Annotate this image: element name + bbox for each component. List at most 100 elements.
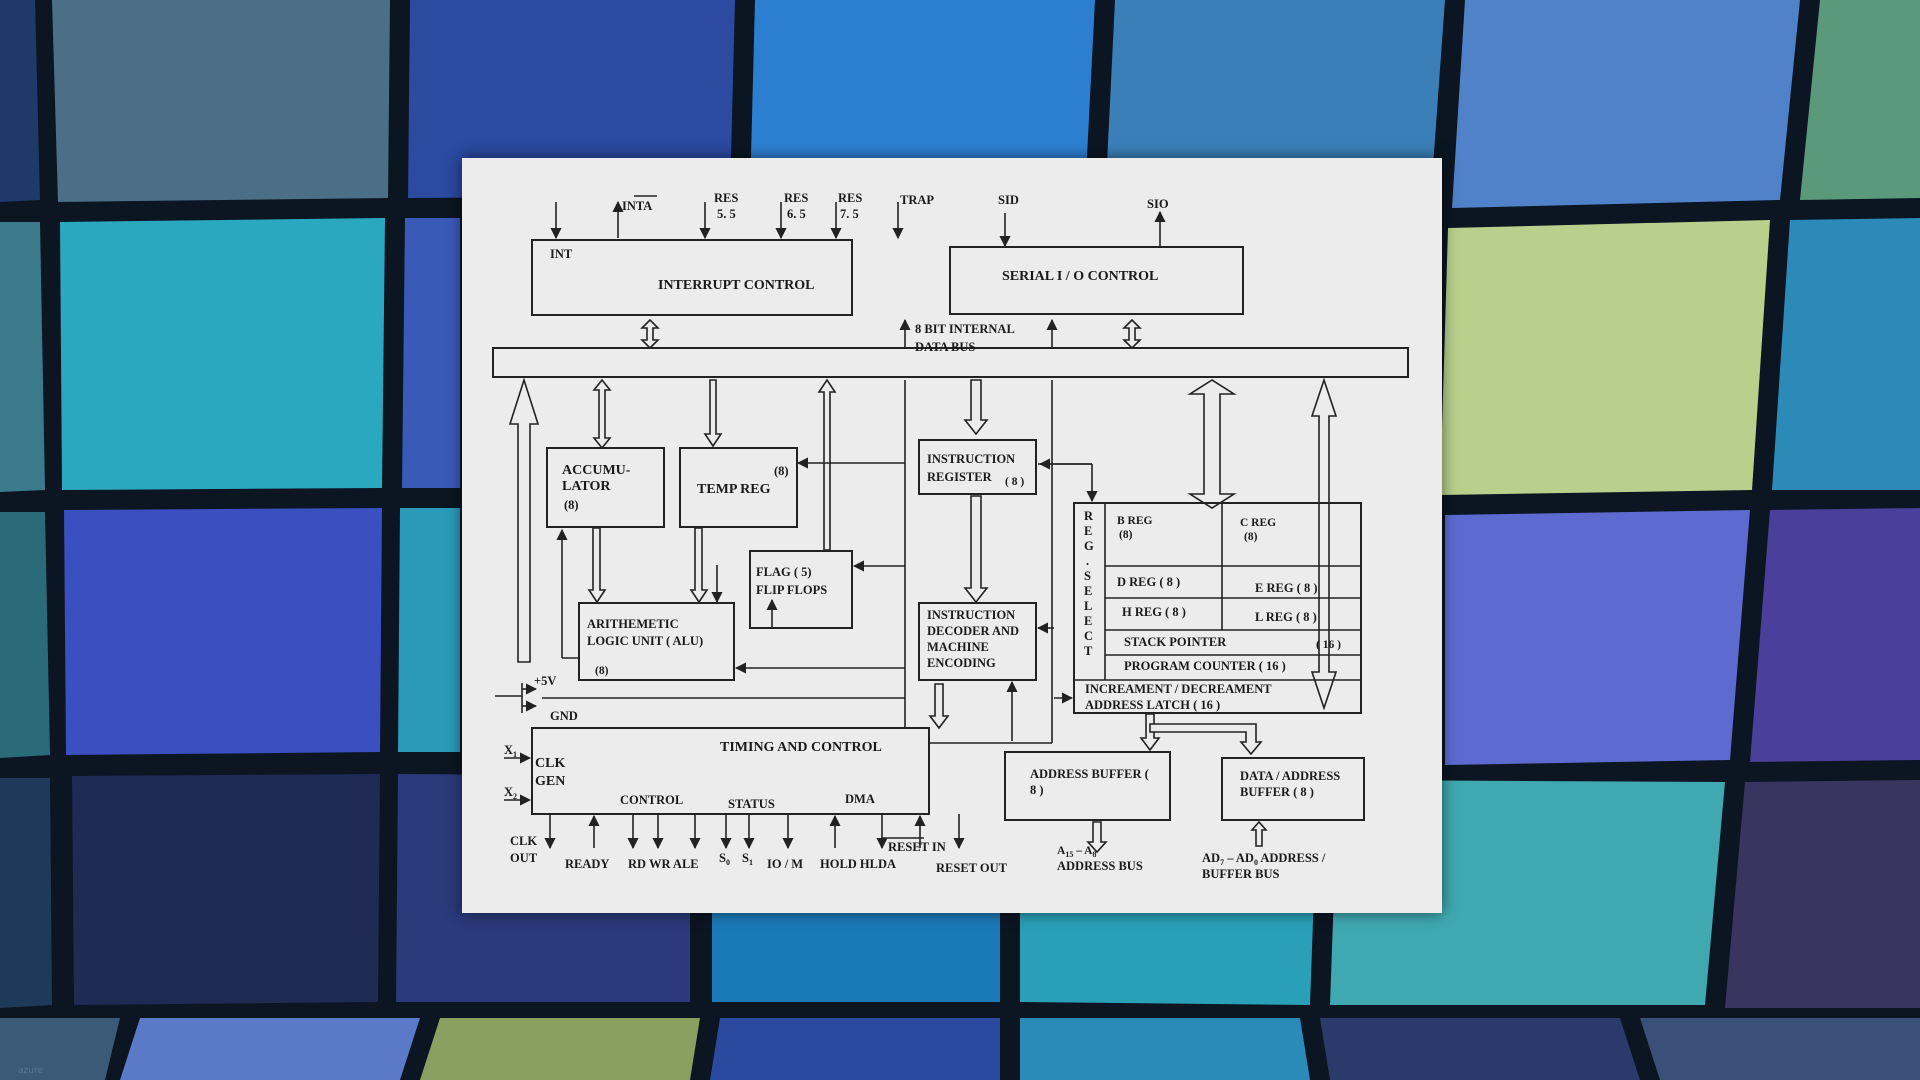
ad-bus-label-1: AD7 – AD0 ADDRESS / [1202, 851, 1326, 867]
bg-tile [1772, 218, 1920, 490]
res55-label: RES [714, 191, 738, 205]
bus-arrow [963, 495, 989, 604]
data-address-buffer-label-1: DATA / ADDRESS [1240, 769, 1340, 783]
bg-tile [1020, 1018, 1310, 1080]
res75-label: RES [838, 191, 862, 205]
reg-select-e2: E [1084, 584, 1092, 598]
8085-block-diagram: INT INTERRUPT CONTROL INTA RES 5. 5 RES … [492, 191, 1409, 881]
flag-label-1: FLAG ( 5) [756, 565, 812, 579]
bus-arrow [587, 527, 607, 604]
register-array-box [1073, 502, 1362, 714]
decoder-label-4: ENCODING [927, 656, 996, 670]
stack-pointer-label: STACK POINTER [1124, 635, 1227, 649]
decoder-label-2: DECODER AND [927, 624, 1019, 638]
bus-arrow [1149, 723, 1263, 756]
bg-tile [0, 1018, 120, 1080]
ad-bus-label-2: BUFFER BUS [1202, 867, 1279, 881]
bg-tile [1445, 510, 1750, 765]
decoder-label-3: MACHINE [927, 640, 989, 654]
res75-value: 7. 5 [840, 207, 859, 221]
bus-arrow [1187, 379, 1237, 509]
bg-tile [1452, 0, 1800, 208]
reg-select-r: R [1084, 509, 1094, 523]
bus-arrow [1310, 377, 1338, 711]
bg-tile [710, 1018, 1000, 1080]
data-address-buffer-label-2: BUFFER ( 8 ) [1240, 785, 1314, 799]
instruction-register-label-3: ( 8 ) [1005, 476, 1024, 488]
bg-tile [0, 0, 40, 202]
plus5v-label: +5V [534, 674, 556, 688]
accumulator-label-3: (8) [564, 498, 579, 512]
watermark: azure [18, 1066, 43, 1076]
reg-select-e: E [1084, 524, 1092, 538]
s1-label: S1 [742, 851, 753, 867]
bg-tile [60, 218, 385, 490]
data-bus-label-1: 8 BIT INTERNAL [915, 322, 1015, 336]
bus-arrow [689, 527, 709, 604]
instruction-decoder-box [918, 602, 1037, 681]
e-reg-label: E REG ( 8 ) [1255, 581, 1318, 595]
clk-gen-label-2: GEN [535, 774, 565, 789]
bg-tile [0, 778, 52, 1008]
bg-tile [750, 0, 1095, 196]
reg-select-g: G [1084, 539, 1094, 553]
flag-label-2: FLIP FLOPS [756, 583, 827, 597]
reset-out-label: RESET OUT [936, 861, 1008, 875]
bg-tile [1320, 1018, 1640, 1080]
interrupt-control-box [531, 239, 853, 316]
accumulator-label-1: ACCUMU- [562, 463, 631, 478]
reg-select-s: S [1084, 569, 1091, 583]
instruction-register-label-2: REGISTER [927, 470, 993, 484]
bus-arrow [963, 379, 989, 436]
int-label: INT [550, 247, 573, 261]
instruction-register-label-1: INSTRUCTION [927, 452, 1015, 466]
temp-reg-label: TEMP REG [697, 482, 771, 497]
clk-out-label-2: OUT [510, 851, 538, 865]
flag-flipflops-box [749, 550, 853, 629]
accumulator-box [546, 447, 665, 528]
temp-reg-box [679, 447, 798, 528]
clk-out-label-1: CLK [510, 834, 537, 848]
internal-data-bus [492, 347, 1409, 378]
res65-value: 6. 5 [787, 207, 806, 221]
inc-dec-label-1: INCREAMENT / DECREAMENT [1085, 682, 1272, 696]
address-buffer-box [1004, 751, 1171, 821]
c-reg-size: (8) [1244, 531, 1258, 543]
res55-value: 5. 5 [717, 207, 736, 221]
temp-reg-size: (8) [774, 464, 789, 478]
bus-arrow [1122, 318, 1142, 350]
s0-label: S0 [719, 851, 730, 867]
control-label: CONTROL [620, 793, 683, 807]
bus-arrow [640, 318, 660, 350]
c-reg-label: C REG [1240, 517, 1276, 529]
bg-tile [120, 1018, 420, 1080]
status-label: STATUS [728, 797, 775, 811]
bus-arrow [508, 377, 540, 663]
bg-tile [1800, 0, 1920, 200]
reg-select-c: C [1084, 629, 1093, 643]
alu-label-2: LOGIC UNIT ( ALU) [587, 634, 703, 648]
d-reg-label: D REG ( 8 ) [1117, 575, 1180, 589]
b-reg-label: B REG [1117, 515, 1153, 527]
bg-tile [1750, 508, 1920, 762]
bg-tile [1440, 220, 1770, 495]
bg-tile [408, 0, 735, 198]
bus-arrow [592, 378, 612, 450]
bus-arrow [817, 378, 837, 551]
address-bus-label-2: ADDRESS BUS [1057, 859, 1143, 873]
bg-tile [420, 1018, 700, 1080]
reg-select-e3: E [1084, 614, 1092, 628]
data-address-buffer-box [1221, 757, 1365, 821]
address-buffer-label-1: ADDRESS BUFFER ( [1030, 767, 1149, 781]
address-bus-label-1: A15 – A8 [1057, 845, 1096, 859]
inc-dec-label-2: ADDRESS LATCH ( 16 ) [1085, 698, 1220, 712]
bg-tile [1640, 1018, 1920, 1080]
bg-tile [402, 218, 460, 488]
accumulator-label-2: LATOR [562, 479, 611, 494]
timing-control-box [531, 727, 930, 815]
b-reg-size: (8) [1119, 529, 1133, 541]
serial-io-label: SERIAL I / O CONTROL [1002, 269, 1158, 284]
alu-label-1: ARITHEMETIC [587, 617, 679, 631]
decoder-label-1: INSTRUCTION [927, 608, 1015, 622]
reg-select-t: T [1084, 644, 1093, 658]
